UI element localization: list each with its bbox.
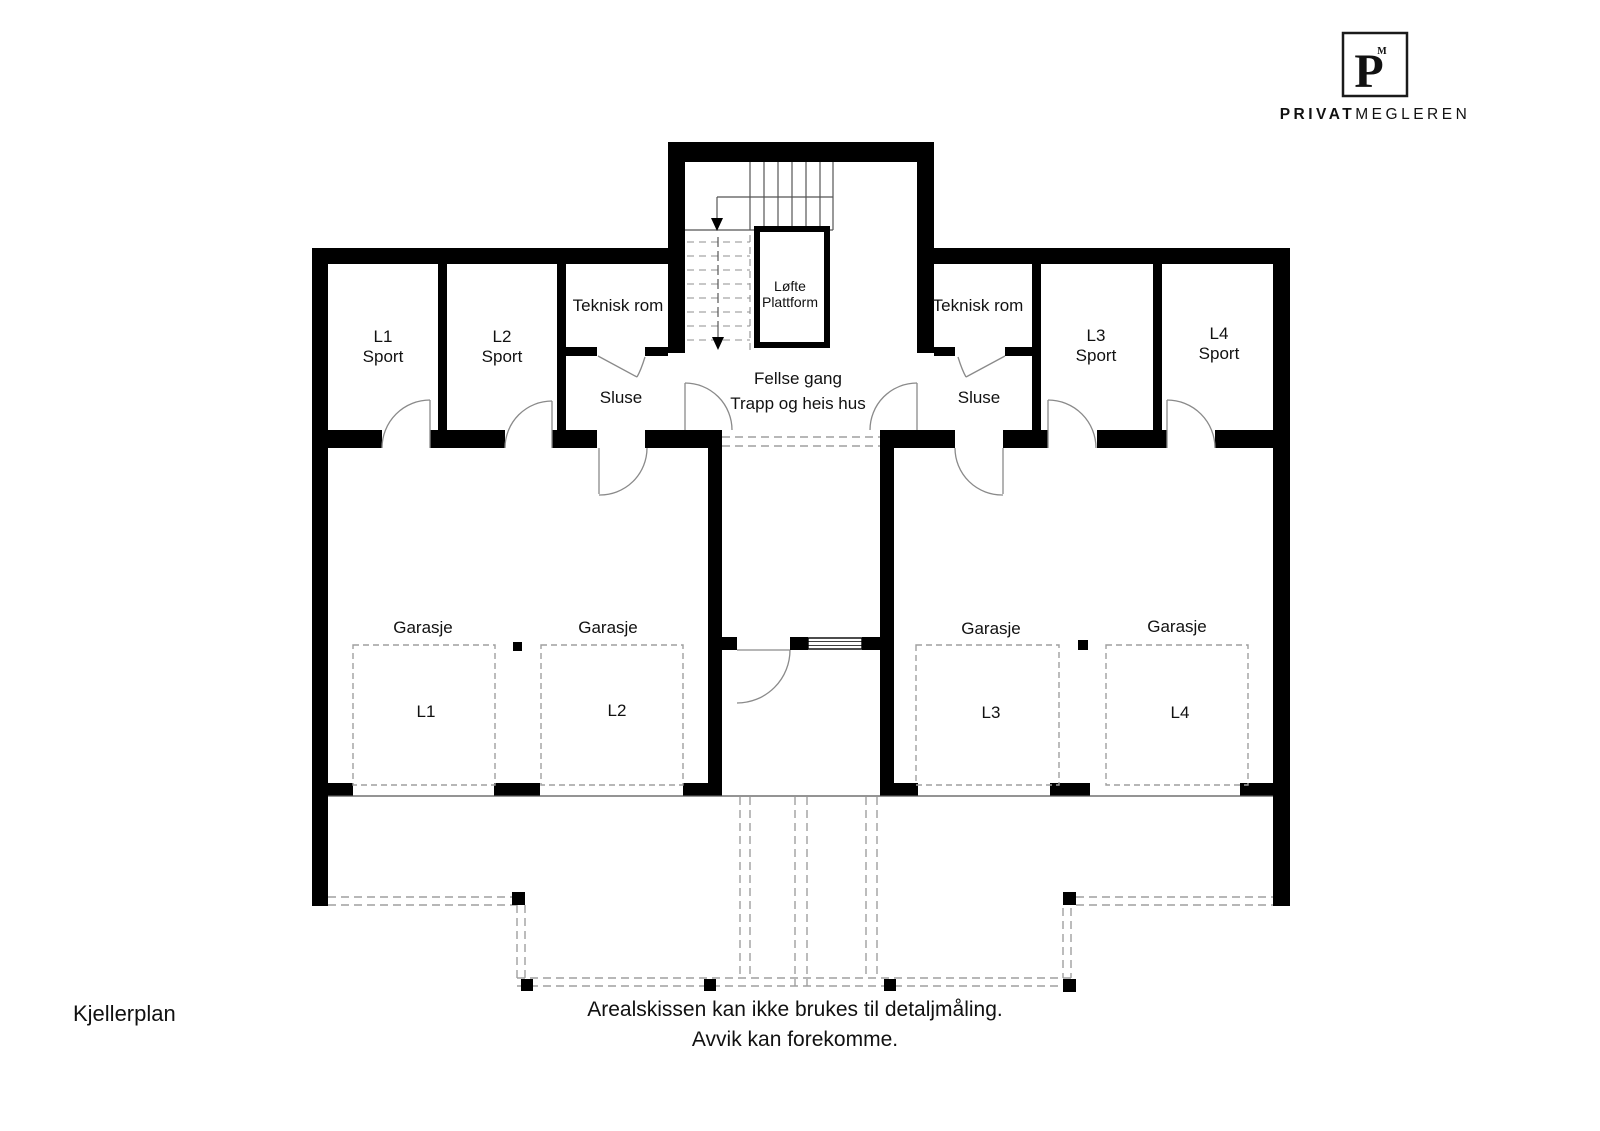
label-teknisk-right: Teknisk rom xyxy=(933,296,1024,315)
staircase xyxy=(685,162,834,352)
label-spot-l1: L1 xyxy=(417,702,436,721)
wall-tower-top xyxy=(668,142,934,162)
label-l4-sport: L4 xyxy=(1210,324,1229,343)
wall-teknisk-l3 xyxy=(1032,264,1041,438)
stair-direction-arrow-lower xyxy=(712,337,724,350)
label-sluse-right: Sluse xyxy=(958,388,1001,407)
wall-l3-l4 xyxy=(1153,264,1162,438)
door-teknisk-right xyxy=(957,355,1006,378)
parking-spot-l3 xyxy=(915,644,1060,786)
disclaimer-line2: Avvik kan forekomme. xyxy=(692,1028,898,1051)
stair-direction-arrow-upper xyxy=(711,218,723,231)
label-lift: Løfte xyxy=(774,278,806,294)
plan-title: Kjellerplan xyxy=(73,1001,176,1026)
hall-opening-dashes xyxy=(722,436,880,447)
label-garasje-3: Garasje xyxy=(961,619,1021,638)
logo-box xyxy=(1341,31,1409,98)
parking-spots xyxy=(352,640,1249,786)
svg-text:Trapp og heis hus: Trapp og heis hus xyxy=(730,394,865,413)
parking-spot-l2 xyxy=(540,644,684,786)
wall-top-left-wing xyxy=(312,248,668,264)
corridor-window xyxy=(807,637,863,650)
doors xyxy=(381,355,1216,704)
disclaimer: Arealskissen kan ikke brukes til detaljm… xyxy=(587,998,1003,1051)
label-garasje-2: Garasje xyxy=(578,618,638,637)
interior-walls xyxy=(312,264,1273,783)
outer-walls xyxy=(312,142,1290,906)
logo-trademark: M xyxy=(1377,46,1387,57)
disclaimer-line1: Arealskissen kan ikke brukes til detaljm… xyxy=(587,998,1003,1021)
apron-post xyxy=(1063,979,1076,992)
stair-upper-flight xyxy=(685,162,834,231)
label-l2-sport: L2 xyxy=(493,327,512,346)
logo-monogram: P xyxy=(1354,45,1383,98)
garage-column-left xyxy=(513,642,522,651)
label-l3-sport: L3 xyxy=(1087,326,1106,345)
wall-l2-teknisk xyxy=(557,264,566,438)
wall-tower-left xyxy=(668,142,685,353)
svg-text:Sport: Sport xyxy=(1199,344,1240,363)
lift-platform-box xyxy=(754,226,830,348)
door-teknisk-left xyxy=(597,355,646,378)
parking-spot-l4 xyxy=(1105,644,1249,786)
label-spot-l2: L2 xyxy=(608,701,627,720)
room-labels: L1 Sport L2 Sport Teknisk rom Sluse Løft… xyxy=(363,278,1240,722)
wall-right-outer xyxy=(1273,248,1290,906)
label-spot-l3: L3 xyxy=(982,703,1001,722)
apron-post xyxy=(704,979,716,991)
garage-column-right xyxy=(1078,640,1088,650)
parking-spot-l1 xyxy=(352,644,496,786)
label-l1-sport: L1 xyxy=(374,327,393,346)
wall-tower-right xyxy=(917,142,934,353)
stair-lower-flight-dashed xyxy=(687,235,751,352)
garage-front-pillars xyxy=(312,783,1273,797)
label-garasje-1: Garasje xyxy=(393,618,453,637)
svg-text:Sport: Sport xyxy=(363,347,404,366)
wall-corridor-right xyxy=(880,448,894,783)
wall-left-outer xyxy=(312,248,328,906)
label-hall: Fellse gang xyxy=(754,369,842,388)
label-garasje-4: Garasje xyxy=(1147,617,1207,636)
svg-text:Plattform: Plattform xyxy=(762,294,818,310)
apron-post xyxy=(884,979,896,991)
apron-post xyxy=(512,892,525,905)
svg-text:Sport: Sport xyxy=(482,347,523,366)
privatmegleren-logo: P M PRIVATMEGLEREN xyxy=(1280,31,1471,123)
wall-l1-l2 xyxy=(438,264,447,438)
label-sluse-left: Sluse xyxy=(600,388,643,407)
lift-shaft xyxy=(754,226,830,348)
logo-brand: PRIVATMEGLEREN xyxy=(1280,106,1471,123)
label-teknisk-left: Teknisk rom xyxy=(573,296,664,315)
driveway-apron xyxy=(328,797,1273,992)
wall-top-right-wing xyxy=(934,248,1273,264)
wall-corridor-left xyxy=(708,448,722,783)
apron-post xyxy=(1063,892,1076,905)
label-spot-l4: L4 xyxy=(1171,703,1190,722)
svg-text:Sport: Sport xyxy=(1076,346,1117,365)
apron-post xyxy=(521,979,533,991)
